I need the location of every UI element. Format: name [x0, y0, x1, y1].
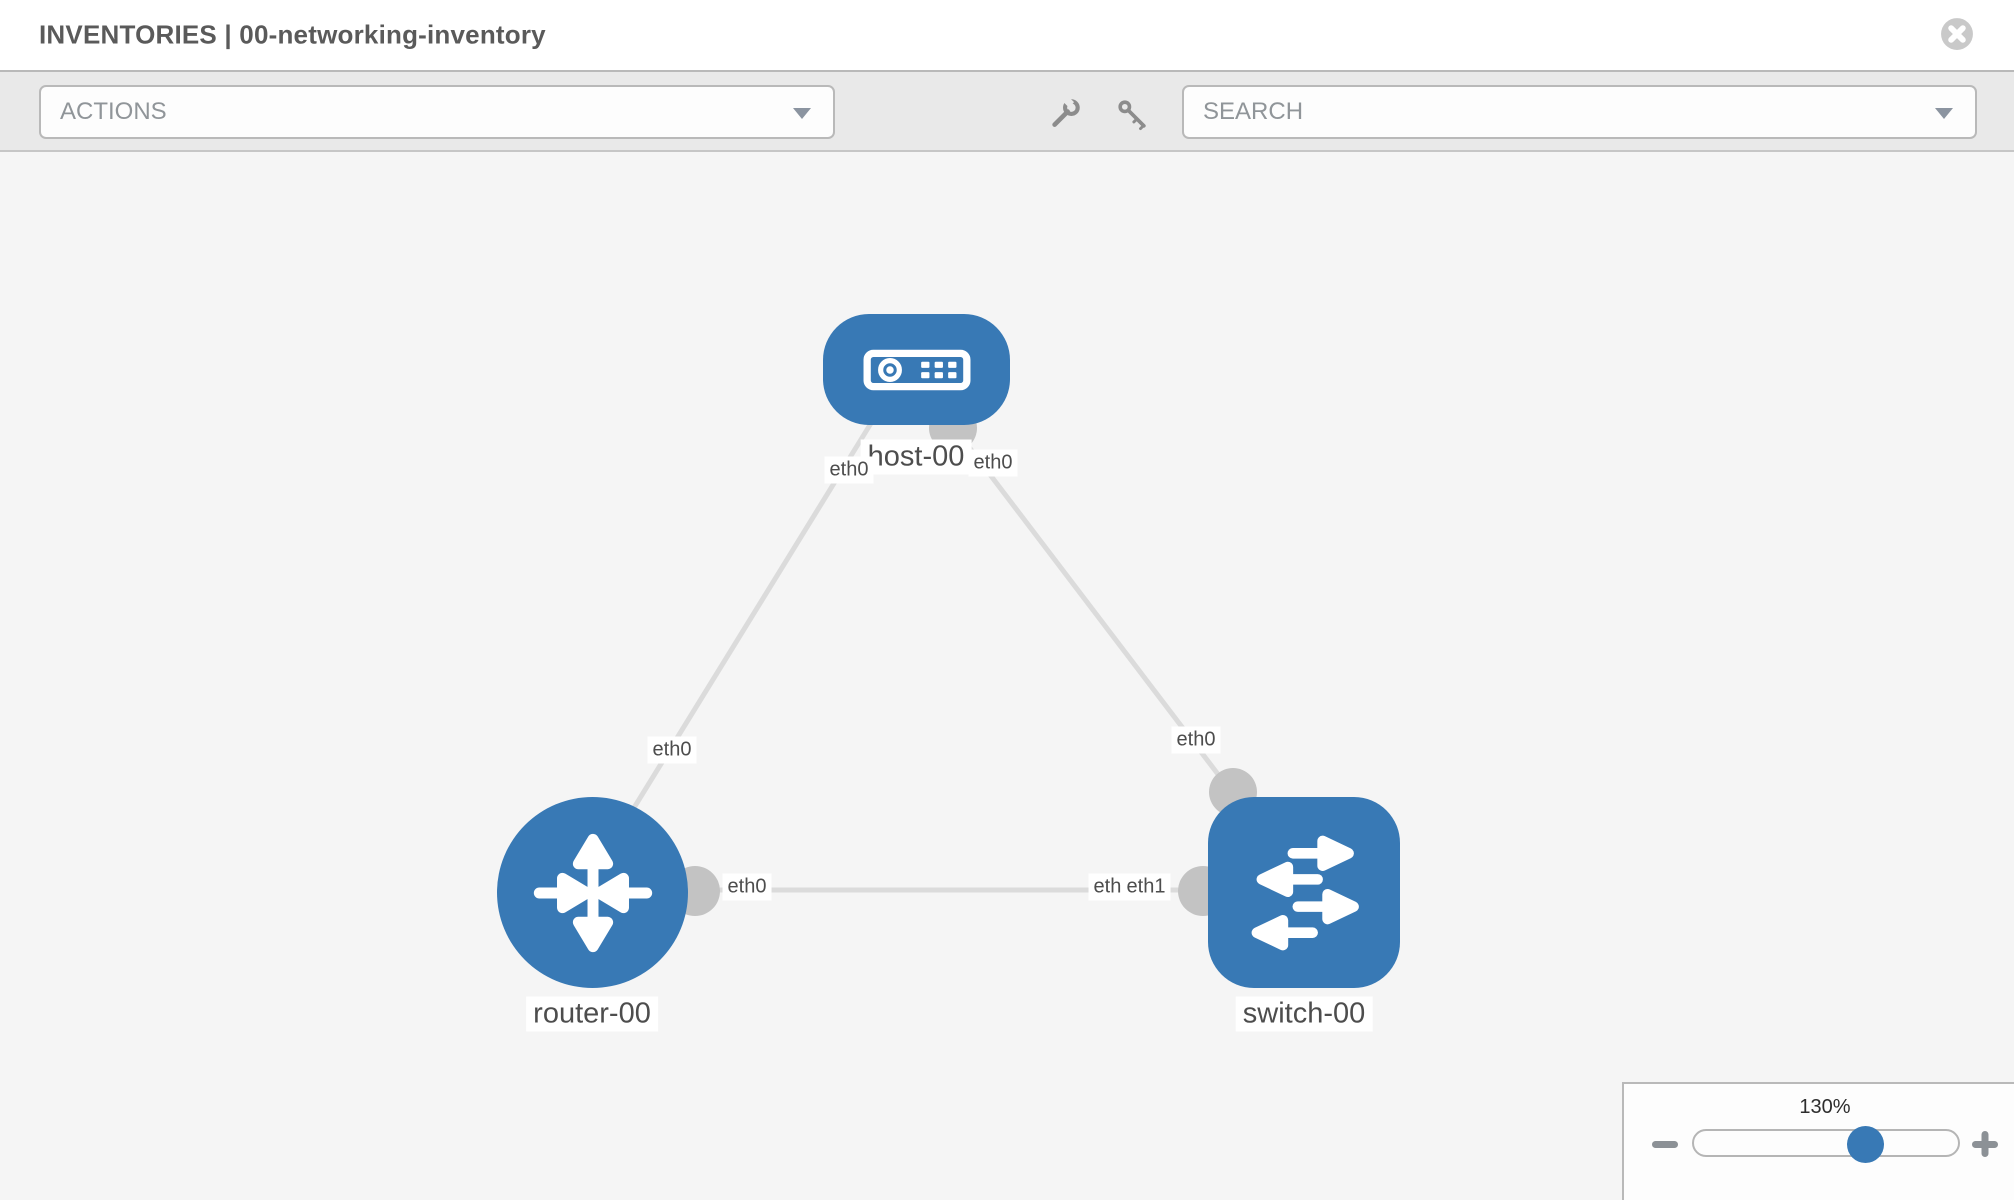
tools-button[interactable]	[1046, 95, 1084, 134]
header: INVENTORIES | 00-networking-inventory	[0, 0, 2014, 72]
node-label-router: router-00	[526, 996, 658, 1032]
actions-dropdown-label: ACTIONS	[60, 98, 167, 125]
actions-dropdown[interactable]: ACTIONS	[39, 85, 835, 139]
iface-label-router-eth0: eth0	[722, 873, 772, 901]
close-button[interactable]	[1940, 17, 1974, 51]
iface-label-router-eth0-uplink: eth0	[647, 736, 697, 764]
zoom-panel: 130%	[1622, 1082, 2014, 1200]
node-host-00[interactable]	[823, 314, 1010, 425]
iface-label-host-eth0-right: eth0	[968, 449, 1018, 477]
zoom-level-label: 130%	[1799, 1096, 1851, 1118]
host-icon	[863, 349, 970, 390]
zoom-slider-thumb[interactable]	[1847, 1126, 1884, 1163]
wrench-icon	[1052, 95, 1080, 127]
iface-label-switch-eth1-front: eth1	[1121, 873, 1171, 901]
zoom-out-button[interactable]	[1650, 1129, 1680, 1159]
chevron-down-icon	[1935, 108, 1953, 119]
topology-canvas[interactable]: host-00 router-00 switch-00 eth0 eth0 et…	[0, 152, 2014, 1200]
node-label-host: host-00	[860, 439, 972, 475]
node-switch-00[interactable]	[1208, 797, 1400, 988]
chevron-down-icon	[793, 108, 811, 119]
node-router-00[interactable]	[497, 797, 688, 988]
page-title: INVENTORIES | 00-networking-inventory	[39, 19, 546, 50]
search-dropdown-label: SEARCH	[1203, 98, 1304, 125]
zoom-slider-track[interactable]	[1692, 1129, 1960, 1157]
toolbar: ACTIONS SEARCH	[0, 72, 2014, 152]
iface-label-host-eth0-left: eth0	[824, 456, 874, 484]
plus-icon	[1972, 1131, 1998, 1157]
search-dropdown[interactable]: SEARCH	[1182, 85, 1977, 139]
close-icon	[1941, 18, 1973, 50]
switch-icon	[1251, 835, 1359, 950]
router-icon	[533, 833, 652, 952]
network-links-layer	[621, 404, 1257, 916]
node-label-switch: switch-00	[1235, 996, 1373, 1032]
zoom-in-button[interactable]	[1970, 1129, 2000, 1159]
key-button[interactable]	[1113, 96, 1151, 134]
key-icon	[1118, 99, 1146, 130]
minus-icon	[1652, 1141, 1678, 1148]
iface-label-switch-eth0-uplink: eth0	[1171, 726, 1221, 754]
